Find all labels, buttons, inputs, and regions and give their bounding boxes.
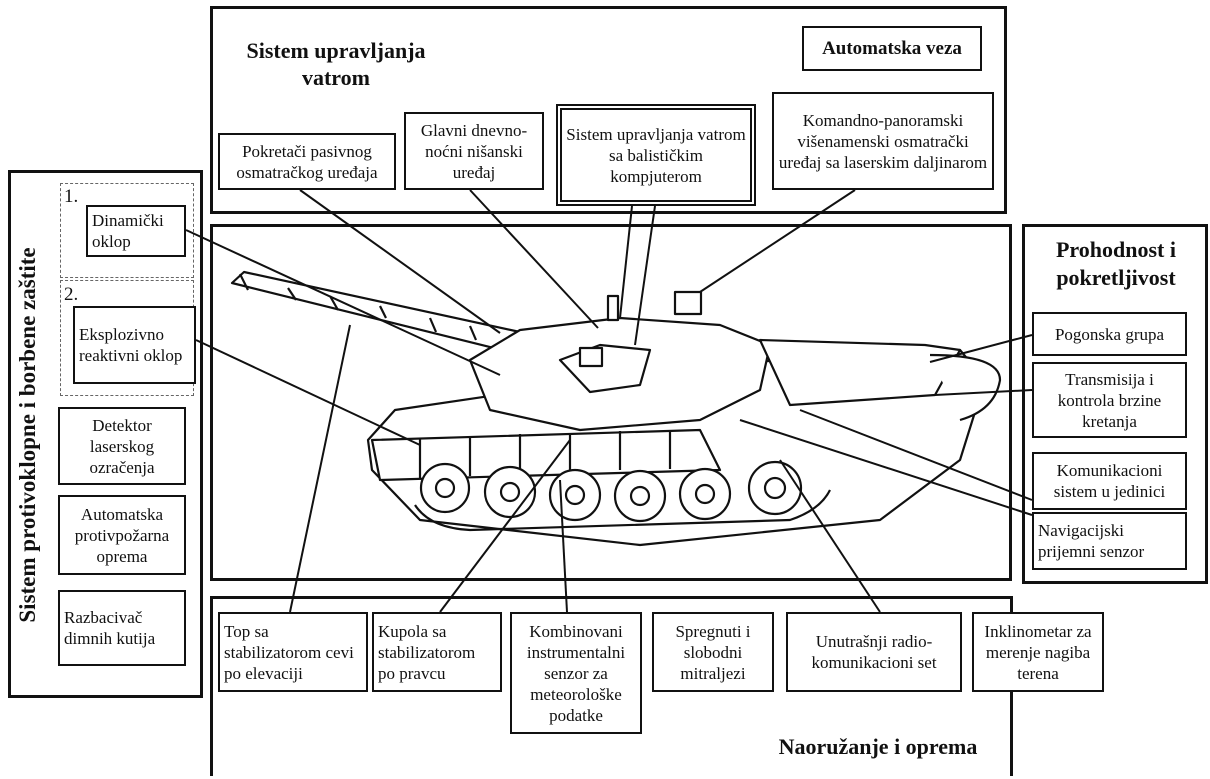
fire-control-title: Sistem upravljanja vatrom xyxy=(246,38,426,90)
fire-suppression-box: Automatska protivpožarna oprema xyxy=(58,495,186,575)
automatic-link-box: Automatska veza xyxy=(802,26,982,71)
main-sight-label: Glavni dnevno-noćni nišanski uređaj xyxy=(420,120,528,182)
smoke-launcher-label: Razbacivač dimnih kutija xyxy=(64,608,156,648)
met-sensor-label: Kombinovani instrumentalni senzor za met… xyxy=(526,621,626,725)
mobility-frame xyxy=(1022,224,1208,584)
gun-stabilizer-box: Top sa stabilizatorom cevi po elevaciji xyxy=(218,612,368,692)
transmission-label: Transmisija i kontrola brzine kretanja xyxy=(1057,369,1162,431)
met-sensor-box: Kombinovani instrumentalni senzor za met… xyxy=(510,612,642,734)
nav-sensor-box: Navigacijski prijemni senzor xyxy=(1032,512,1187,570)
fire-suppression-label: Automatska protivpožarna oprema xyxy=(74,504,170,566)
transmission-box: Transmisija i kontrola brzine kretanja xyxy=(1032,362,1187,438)
turret-stabilizer-label: Kupola sa stabilizatorom po pravcu xyxy=(378,621,476,683)
turret-stabilizer-box: Kupola sa stabilizatorom po pravcu xyxy=(372,612,502,692)
mobility-heading: Prohodnost i pokretljivost xyxy=(1030,236,1202,292)
inclinometer-box: Inklinometar za merenje nagiba terena xyxy=(972,612,1104,692)
smoke-launcher-box: Razbacivač dimnih kutija xyxy=(58,590,186,666)
fcs-computer-box: Sistem upravljanja vatrom sa balističkim… xyxy=(556,104,756,206)
dynamic-armor-label: Dinamički oklop xyxy=(92,211,164,251)
fire-control-frame xyxy=(210,6,1007,214)
armament-heading: Naoružanje i oprema xyxy=(748,733,1008,760)
dynamic-armor-box: Dinamički oklop xyxy=(86,205,186,257)
automatic-link-label: Automatska veza xyxy=(822,38,962,59)
armor-group-2-number: 2. xyxy=(64,284,79,305)
power-pack-box: Pogonska grupa xyxy=(1032,312,1187,356)
laser-detector-label: Detektor laserskog ozračenja xyxy=(89,415,155,477)
era-armor-label: Eksplozivno reaktivni oklop xyxy=(79,325,183,365)
machine-guns-label: Spregnuti i slobodni mitraljezi xyxy=(675,621,751,683)
armament-title: Naoružanje i oprema xyxy=(778,734,978,759)
intercom-label: Unutrašnji radio-komunikacioni set xyxy=(811,632,937,672)
fcs-computer-label: Sistem upravljanja vatrom sa balističkim… xyxy=(566,124,746,186)
power-pack-label: Pogonska grupa xyxy=(1054,324,1165,344)
machine-guns-box: Spregnuti i slobodni mitraljezi xyxy=(652,612,774,692)
passive-drives-box: Pokretači pasivnog osmatračkog uređaja xyxy=(218,133,396,190)
intercom-box: Unutrašnji radio-komunikacioni set xyxy=(786,612,962,692)
protection-heading: Sistem protivoklopne i borbene zaštite xyxy=(8,175,48,695)
comm-system-box: Komunikacioni sistem u jedinici xyxy=(1032,452,1187,510)
commander-panoramic-box: Komandno-panoramski višenamenski osmatra… xyxy=(772,92,994,190)
gun-stabilizer-label: Top sa stabilizatorom cevi po elevaciji xyxy=(224,621,354,683)
era-armor-box: Eksplozivno reaktivni oklop xyxy=(73,306,196,384)
armor-group-1-number: 1. xyxy=(64,186,79,207)
inclinometer-label: Inklinometar za merenje nagiba terena xyxy=(984,621,1092,683)
main-sight-box: Glavni dnevno-noćni nišanski uređaj xyxy=(404,112,544,190)
commander-panoramic-label: Komandno-panoramski višenamenski osmatra… xyxy=(778,110,988,172)
fire-control-heading: Sistem upravljanja vatrom xyxy=(236,37,436,91)
nav-sensor-label: Navigacijski prijemni senzor xyxy=(1038,521,1145,561)
laser-detector-box: Detektor laserskog ozračenja xyxy=(58,407,186,485)
passive-drives-label: Pokretači pasivnog osmatračkog uređaja xyxy=(236,141,378,182)
mobility-title: Prohodnost i pokretljivost xyxy=(1055,237,1176,290)
protection-title: Sistem protivoklopne i borbene zaštite xyxy=(15,247,40,623)
comm-system-label: Komunikacioni sistem u jedinici xyxy=(1053,461,1166,501)
